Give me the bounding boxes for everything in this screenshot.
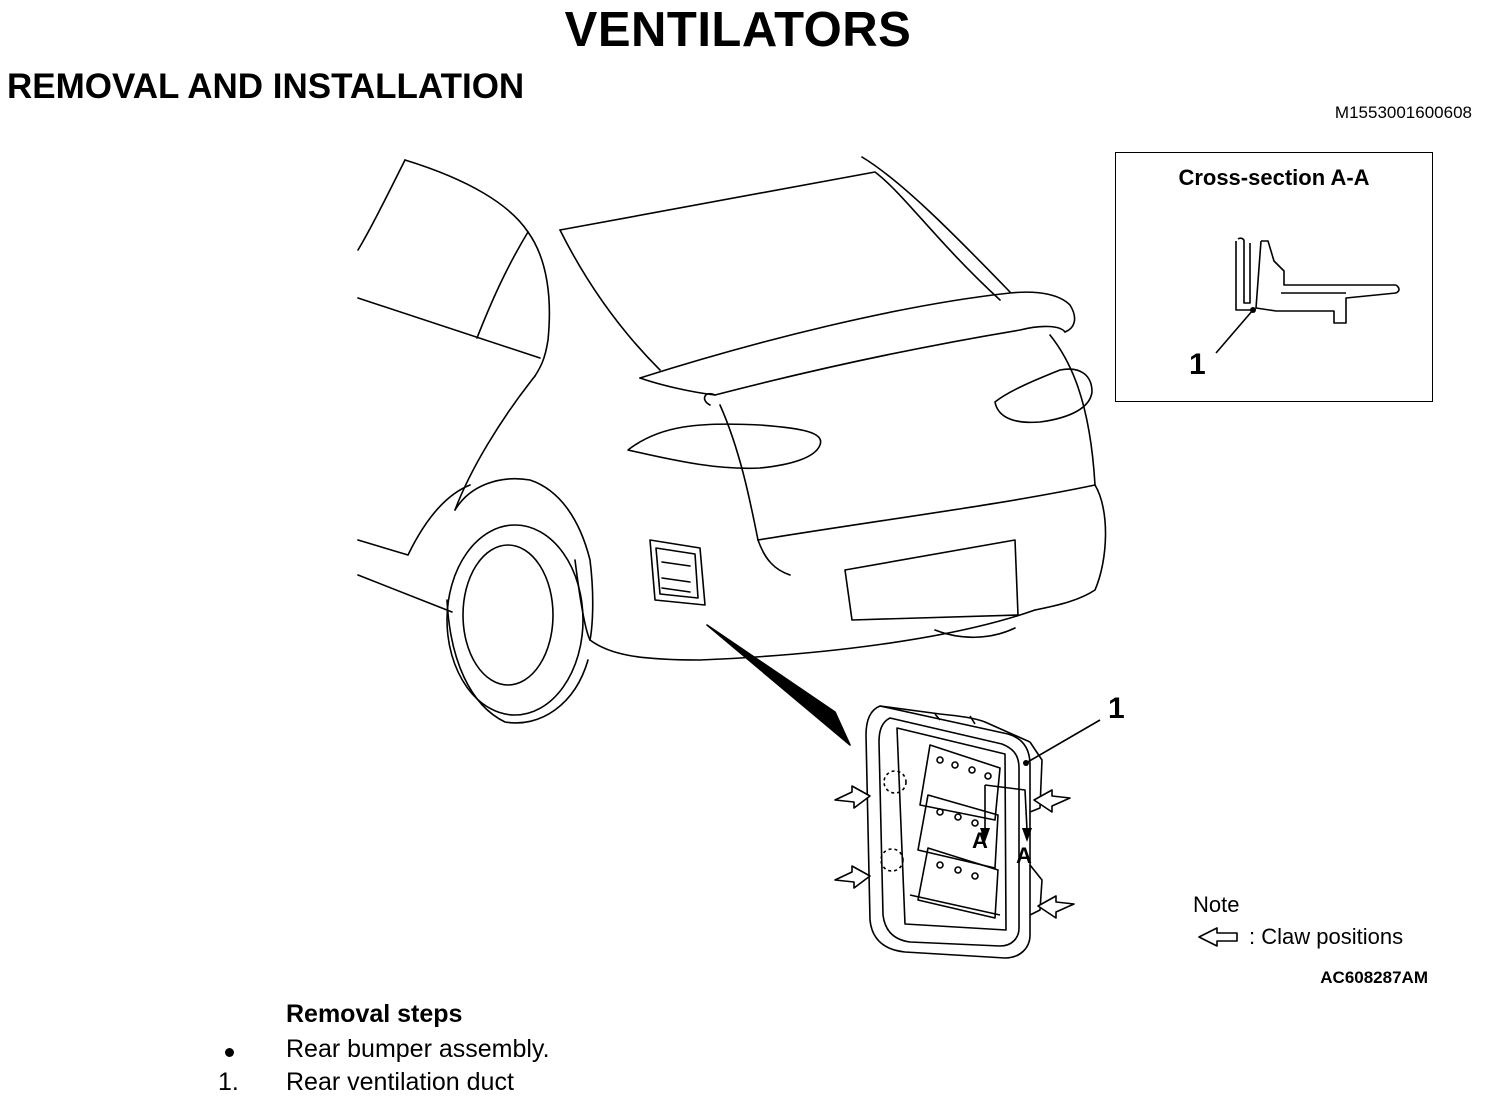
claw-legend-row: : Claw positions <box>1197 924 1403 950</box>
removal-steps-heading: Removal steps <box>286 1000 463 1028</box>
cross-section-inset: Cross-section A-A 1 <box>1115 152 1433 402</box>
cross-section-callout-1: 1 <box>1189 348 1206 381</box>
note-title: Note <box>1193 892 1240 917</box>
section-subtitle: REMOVAL AND INSTALLATION <box>7 67 525 106</box>
part-callout-1: 1 <box>1108 692 1125 725</box>
hollow-arrow-icon <box>1198 927 1238 947</box>
step-row: Rear bumper assembly. <box>218 1033 550 1066</box>
step-text: Rear ventilation duct <box>286 1068 514 1096</box>
note-legend: Note : Claw positions <box>1193 892 1403 950</box>
bullet-icon <box>225 1048 234 1057</box>
step-number: 1. <box>218 1068 239 1096</box>
cross-section-drawing <box>1215 237 1400 354</box>
cross-section-title: Cross-section A-A <box>1178 165 1370 190</box>
section-marker-a-left: A <box>972 828 988 853</box>
claw-positions-label: : Claw positions <box>1249 924 1404 949</box>
step-row: 1. Rear ventilation duct <box>218 1066 550 1099</box>
step-bullet <box>218 1035 286 1064</box>
page-title: VENTILATORS <box>564 3 912 57</box>
step-text: Rear bumper assembly. <box>286 1035 550 1063</box>
removal-steps: Removal steps Rear bumper assembly. 1. R… <box>218 1000 550 1099</box>
car-rear-illustration <box>357 156 1107 959</box>
section-marker-a-right: A <box>1016 843 1032 868</box>
figure-reference-number: AC608287AM <box>1320 968 1428 987</box>
document-reference-number: M1553001600608 <box>1334 103 1472 122</box>
